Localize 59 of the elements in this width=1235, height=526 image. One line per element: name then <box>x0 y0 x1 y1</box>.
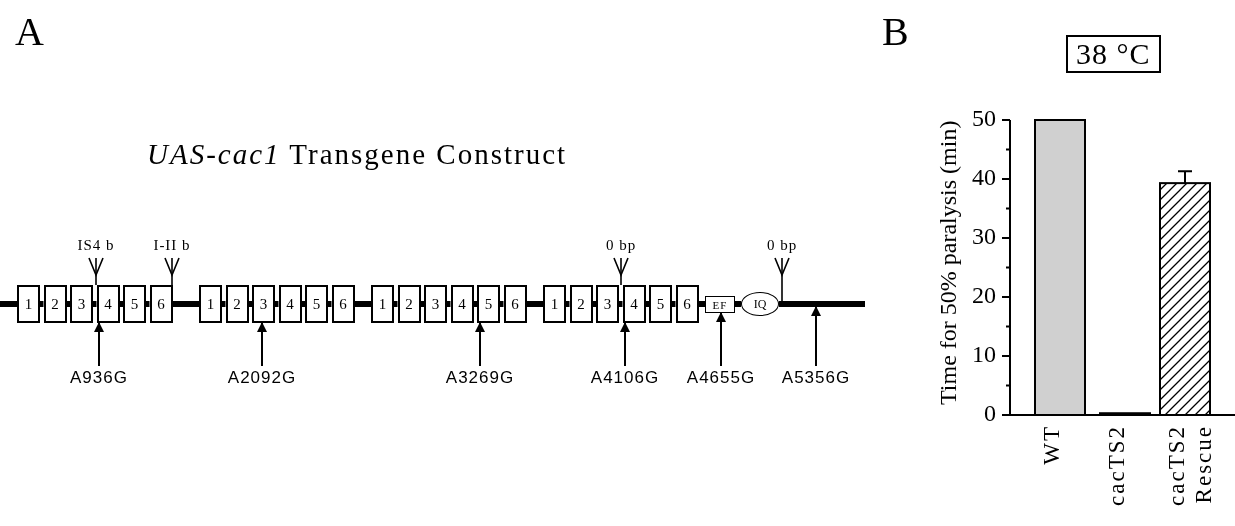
exon-box: 3 <box>70 285 93 323</box>
axis-title: Time for 50% paralysis (min) <box>935 120 962 405</box>
arrow <box>811 306 821 367</box>
tick-label: 0 <box>983 400 996 427</box>
arrow <box>475 322 485 367</box>
category-label: WT <box>1038 425 1065 467</box>
exon-box: 2 <box>569 285 593 323</box>
tick-label: 10 <box>971 341 996 368</box>
exon-box: 2 <box>225 285 249 323</box>
mutation-label: A4655G <box>686 368 756 388</box>
exon-box: 4 <box>278 285 302 323</box>
arrow <box>716 312 726 367</box>
arrow <box>620 322 630 367</box>
domain-box: EF <box>705 296 735 313</box>
exon-box: 4 <box>450 285 474 323</box>
insertion-site-line <box>88 257 104 286</box>
construct-title: UAS-cac1 Transgene Construct <box>147 138 568 171</box>
exon-box: 5 <box>477 285 500 323</box>
exon-box: 5 <box>305 285 328 323</box>
insertion-site-line <box>613 257 629 286</box>
exon-box: 6 <box>149 285 173 323</box>
exon-box: 4 <box>622 285 646 323</box>
exon-box: 1 <box>17 285 40 323</box>
tick-label: 50 <box>971 105 996 132</box>
tick-label: 40 <box>971 164 996 191</box>
insertion-label: 0 bp <box>766 237 798 254</box>
panel-letter: B <box>882 8 909 55</box>
arrow <box>94 322 104 367</box>
exon-box: 3 <box>424 285 447 323</box>
mutation-label: A5356G <box>781 368 851 388</box>
mutation-label: A3269G <box>445 368 515 388</box>
insertion-label: I-II b <box>153 237 191 254</box>
arrow <box>257 322 267 367</box>
category-label: cacTS2 <box>1103 425 1130 508</box>
insertion-site-line <box>774 257 790 302</box>
mutation-label: A936G <box>70 368 128 388</box>
exon-box: 5 <box>649 285 672 323</box>
tick-label: 30 <box>971 223 996 250</box>
exon-box: 5 <box>123 285 146 323</box>
insertion-label: 0 bp <box>605 237 637 254</box>
tick-label: 20 <box>971 282 996 309</box>
mutation-label: A4106G <box>590 368 660 388</box>
exon-box: 6 <box>503 285 527 323</box>
insertion-site-line <box>164 257 180 286</box>
exon-box: 2 <box>397 285 421 323</box>
mutation-label: A2092G <box>227 368 297 388</box>
domain-ellipse: IQ <box>741 292 779 316</box>
panel-letter: A <box>15 8 44 55</box>
chart-title: 38 °C <box>1066 35 1161 73</box>
exon-box: 2 <box>43 285 67 323</box>
exon-box: 1 <box>199 285 222 323</box>
exon-box: 6 <box>675 285 699 323</box>
exon-box: 4 <box>96 285 120 323</box>
exon-box: 3 <box>252 285 275 323</box>
exon-box: 1 <box>543 285 566 323</box>
exon-box: 1 <box>371 285 394 323</box>
insertion-label: IS4 b <box>77 237 115 254</box>
exon-box: 6 <box>331 285 355 323</box>
exon-box: 3 <box>596 285 619 323</box>
